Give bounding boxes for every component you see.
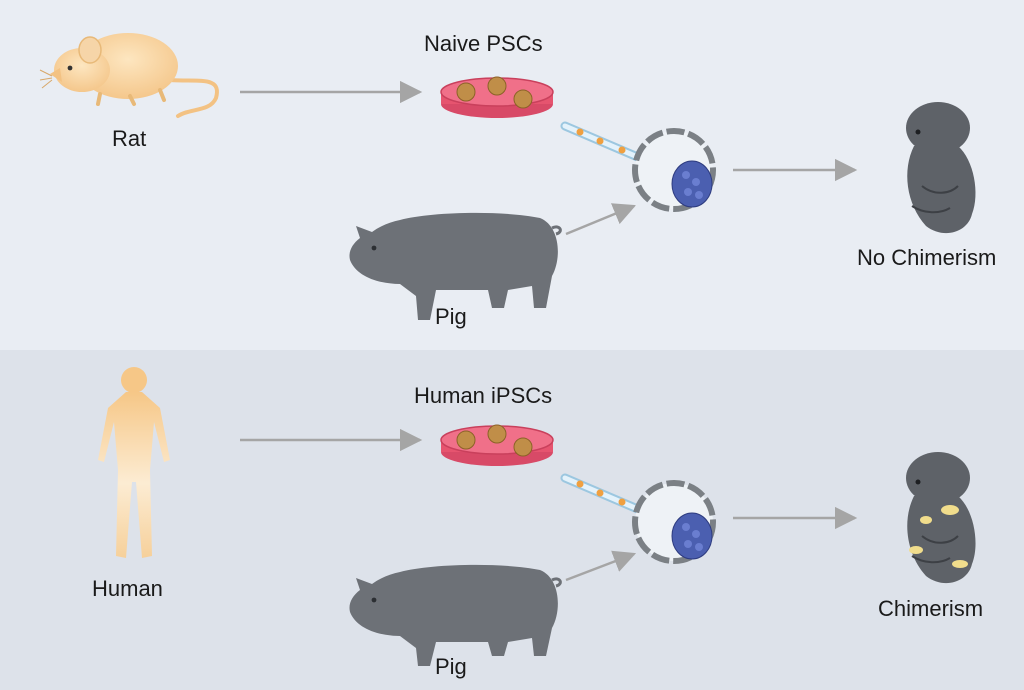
pig-label-top: Pig: [435, 304, 467, 329]
top-panel-art: [39, 33, 976, 320]
chimera-patch: [909, 546, 923, 554]
blastocyst-icon: [632, 128, 716, 212]
no-chimerism-label: No Chimerism: [857, 245, 997, 270]
arrow-pig-to-blastocyst-bottom: [565, 550, 637, 582]
petri-dish-icon: [440, 424, 554, 466]
bottom-panel-art: [98, 367, 976, 666]
arrow-pig-to-blastocyst: [565, 203, 637, 236]
rat-icon: [39, 33, 219, 118]
chimera-patch: [920, 516, 932, 524]
pig-icon: [349, 212, 562, 320]
rat-pig-panel: Rat Naive PSCs Pig No Chimerism: [39, 31, 997, 329]
blastocyst-icon: [632, 480, 716, 564]
fetus-icon: [906, 102, 976, 234]
human-pig-panel: Human Human iPSCs Pig Chimerism: [0, 350, 1024, 690]
rat-label: Rat: [112, 126, 147, 151]
human-label: Human: [92, 576, 163, 601]
pig-icon: [349, 564, 562, 666]
pig-label-bottom: Pig: [435, 654, 467, 679]
chimera-patch: [941, 505, 959, 515]
chimerism-label: Chimerism: [878, 596, 984, 621]
fetus-icon: [906, 452, 976, 584]
naive-pscs-label: Naive PSCs: [424, 31, 543, 56]
petri-dish-icon: [440, 76, 554, 118]
human-ipscs-label: Human iPSCs: [414, 383, 553, 408]
human-icon: [98, 367, 170, 558]
chimera-patch: [952, 560, 968, 568]
